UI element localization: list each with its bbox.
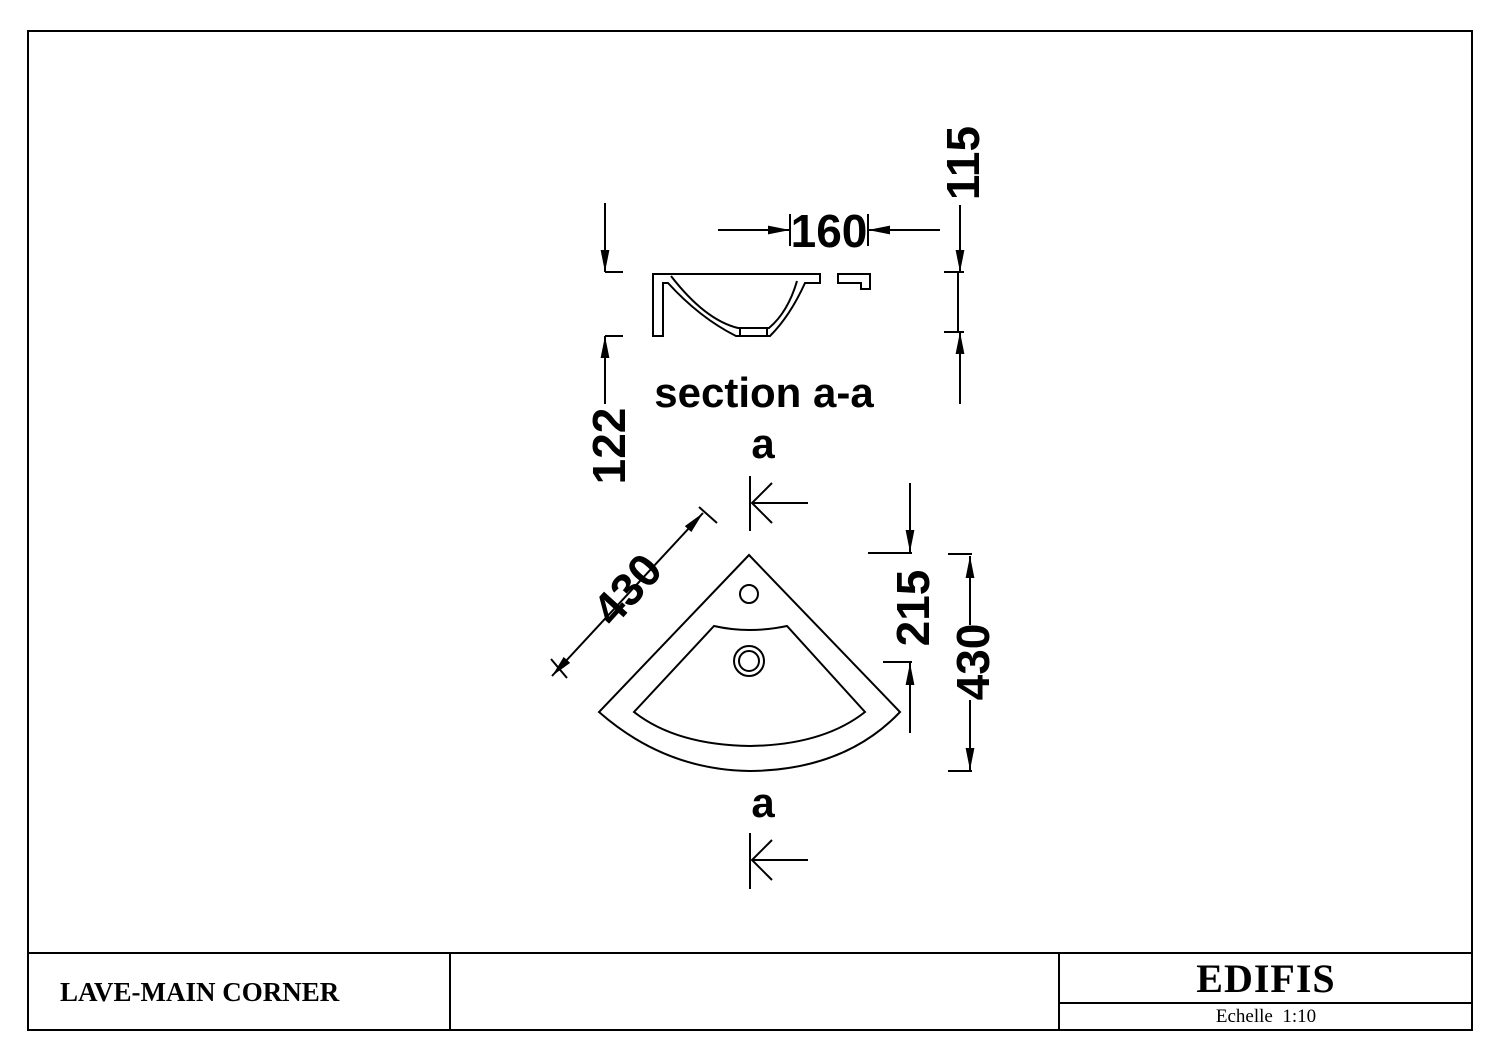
drawing-title: LAVE-MAIN CORNER <box>60 976 340 1007</box>
sheet-border <box>27 30 1473 1031</box>
dim-plan-half-depth <box>868 483 915 733</box>
dim-section-width <box>718 214 940 246</box>
title-block-frame <box>28 952 1472 1030</box>
cut-marker-top-label: a <box>751 420 775 467</box>
dim-section-depth-right-label: 115 <box>937 126 989 200</box>
cut-marker-top <box>749 476 808 531</box>
section-label: section a-a <box>654 369 874 416</box>
brand-name: EDIFIS <box>1196 955 1336 1001</box>
dim-section-depth-left-label: 122 <box>583 408 635 485</box>
dim-section-depth-right <box>944 205 965 404</box>
dim-section-width-label: 160 <box>791 205 868 257</box>
dim-plan-depth <box>948 553 975 772</box>
cut-marker-bottom <box>749 833 808 889</box>
scale-box: Echelle 1:10 <box>1061 1004 1471 1030</box>
scale-label: Echelle <box>1215 1006 1273 1027</box>
dim-plan-side <box>550 506 718 679</box>
dim-plan-half-depth-label: 215 <box>887 570 939 647</box>
section-profile <box>652 273 871 337</box>
plan-basin <box>597 553 902 773</box>
scale-value: 1:10 <box>1282 1006 1317 1027</box>
cut-marker-bottom-label: a <box>751 779 775 826</box>
dim-plan-side-label: 430 <box>582 543 672 635</box>
dim-section-depth-left <box>600 203 623 404</box>
dim-plan-depth-label: 430 <box>947 624 999 701</box>
